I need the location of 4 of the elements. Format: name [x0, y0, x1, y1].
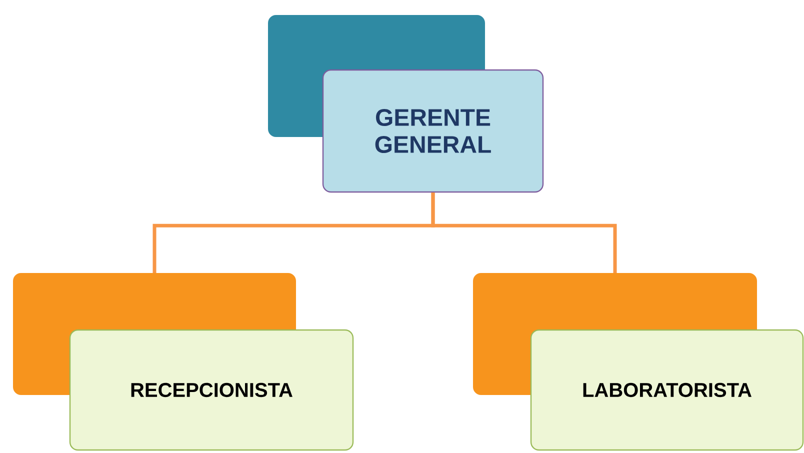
position-box: RECEPCIONISTA: [13, 273, 354, 451]
position-box: LABORATORISTA: [473, 273, 804, 451]
connector-line: [431, 192, 617, 273]
position-box: GERENTE GENERAL: [268, 15, 544, 193]
